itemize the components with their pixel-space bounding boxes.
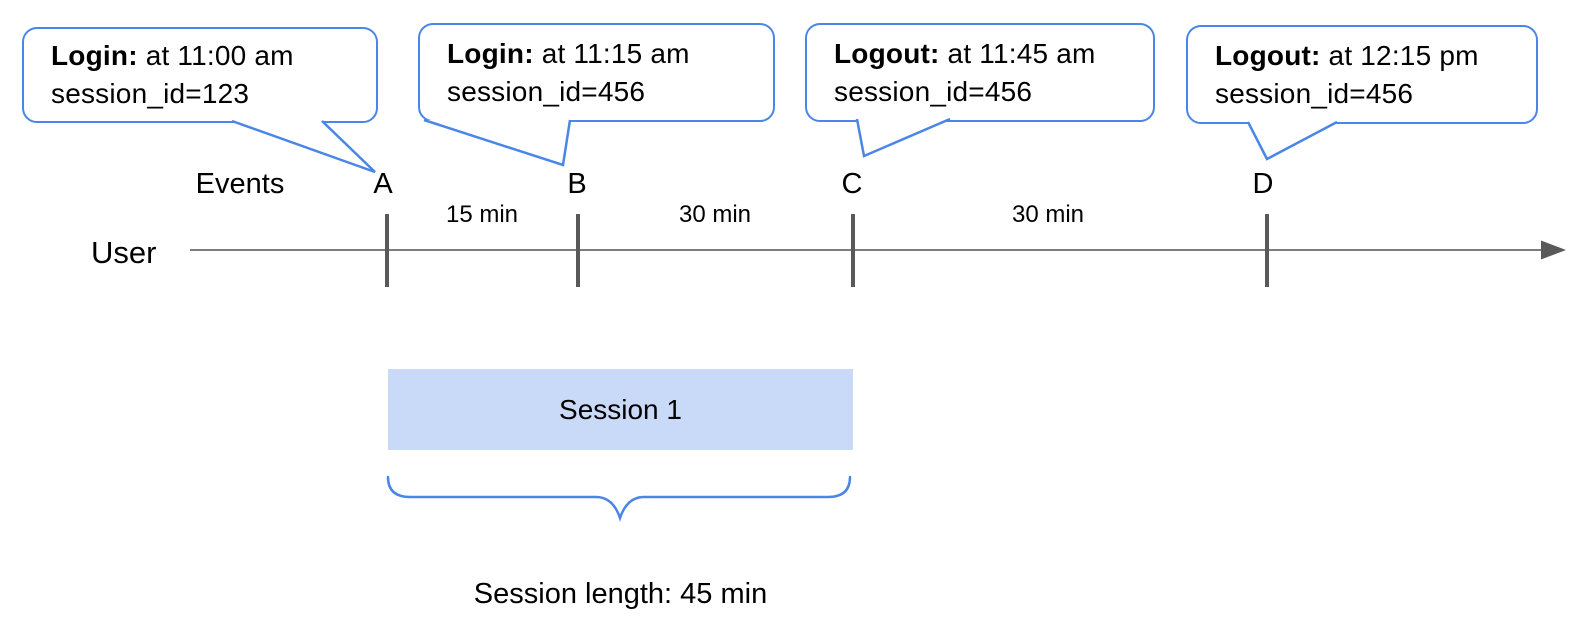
callout-line2: session_id=456: [1215, 77, 1414, 109]
arrow-right-icon: [1541, 240, 1566, 260]
callout-tail-b: [423, 118, 572, 167]
session-box-label: Session 1: [559, 393, 682, 425]
event-time-label: at 11:45 am: [939, 37, 1096, 69]
callout-line1: Login: at 11:15 am: [447, 35, 773, 73]
event-type-label: Login:: [447, 37, 534, 69]
event-time-label: at 11:00 am: [137, 40, 294, 71]
callout-line2: session_id=123: [51, 78, 250, 109]
callout-login-a: Login: at 11:00 am session_id=123: [22, 27, 378, 123]
event-time-label: at 11:15 am: [533, 37, 690, 69]
callout-logout-c: Logout: at 11:45 am session_id=456: [805, 23, 1155, 122]
callout-line1: Login: at 11:00 am: [51, 37, 376, 75]
callout-line1: Logout: at 11:45 am: [834, 35, 1153, 73]
session-box: Session 1: [388, 369, 853, 450]
callout-logout-d: Logout: at 12:15 pm session_id=456: [1186, 25, 1538, 124]
event-time-label: at 12:15 pm: [1320, 39, 1479, 71]
session-length-brace: [386, 475, 852, 522]
tick-letter-d: D: [1252, 168, 1274, 200]
event-type-label: Logout:: [1215, 39, 1321, 71]
interval-label-cd: 30 min: [1011, 201, 1085, 228]
tick-letter-a: A: [373, 168, 393, 200]
event-type-label: Logout:: [834, 37, 940, 69]
user-label: User: [91, 235, 157, 270]
tick-letter-b: B: [567, 168, 587, 200]
callout-line2: session_id=456: [834, 75, 1033, 107]
session-length-label: Session length: 45 min: [473, 578, 768, 610]
callout-login-b: Login: at 11:15 am session_id=456: [418, 23, 775, 122]
callout-tail-d: [1246, 120, 1338, 161]
interval-label-ab: 15 min: [445, 201, 519, 228]
event-type-label: Login:: [51, 40, 138, 71]
events-label: Events: [195, 168, 285, 200]
callout-tail-c: [855, 117, 951, 158]
callout-tail-a: [231, 119, 376, 174]
tick-letter-c: C: [841, 168, 863, 200]
callout-line1: Logout: at 12:15 pm: [1215, 37, 1536, 75]
callout-line2: session_id=456: [447, 75, 646, 107]
interval-label-bc: 30 min: [678, 201, 752, 228]
